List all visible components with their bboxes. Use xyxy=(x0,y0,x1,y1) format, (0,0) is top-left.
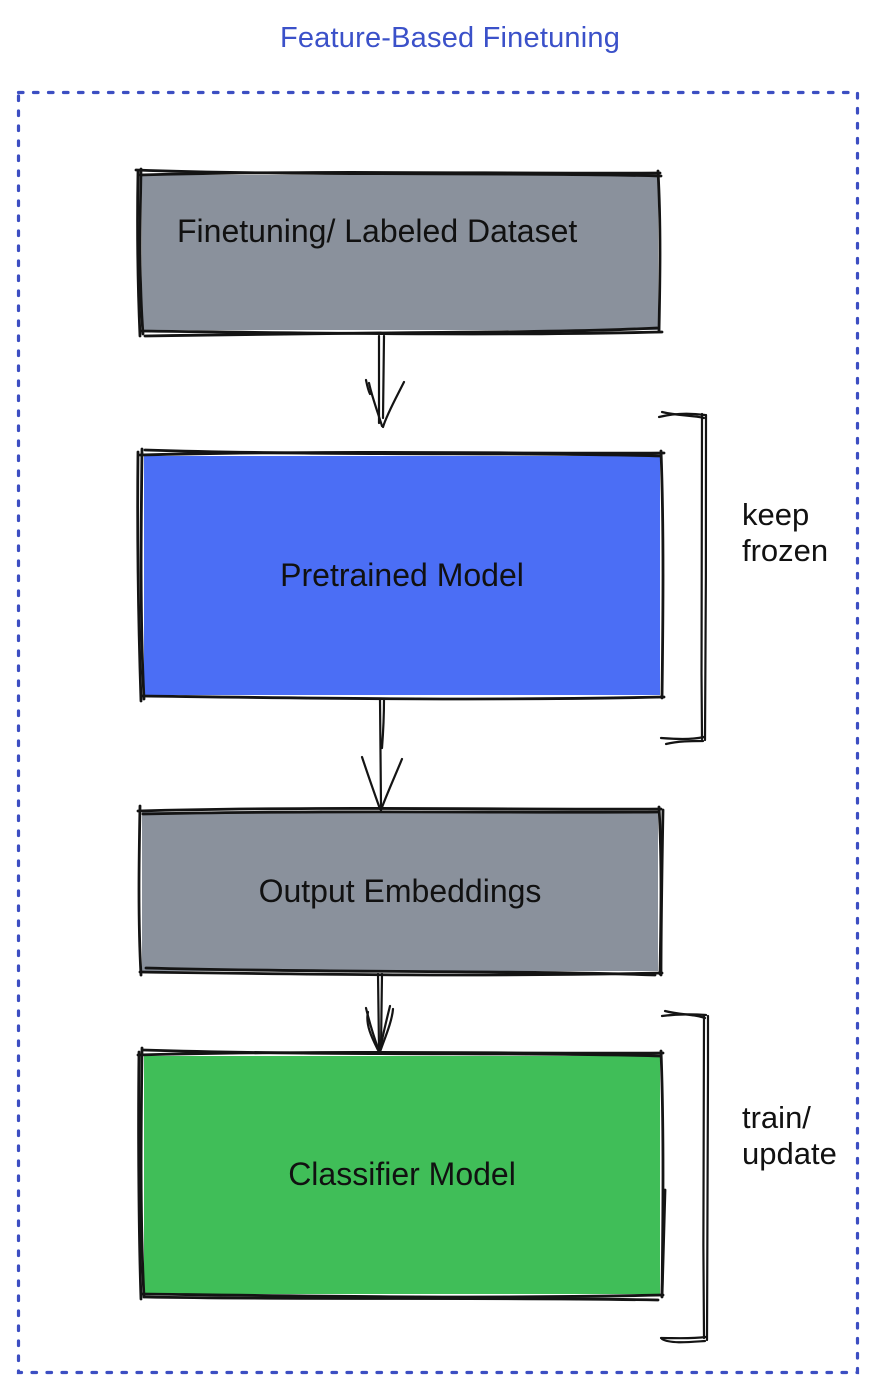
annotation-keep-frozen: keep frozen xyxy=(742,497,829,568)
node-classifier-model[interactable]: Classifier Model xyxy=(141,1053,663,1295)
arrow-down-icon xyxy=(360,697,404,812)
node-label-text: Finetuning/ Labeled Dataset xyxy=(177,213,578,249)
embeddings-box-outline xyxy=(136,804,665,977)
embeddings-box-fill[interactable] xyxy=(142,812,658,971)
classifier-box-outline xyxy=(136,1046,667,1302)
classifier-box-fill[interactable] xyxy=(144,1056,660,1294)
arrow-down-icon xyxy=(364,334,406,429)
node-pretrained-model[interactable]: Pretrained Model xyxy=(141,453,663,697)
node-label-text: Output Embeddings xyxy=(258,872,542,909)
node-finetuning-dataset[interactable]: Finetuning/ Labeled Dataset xyxy=(139,172,661,332)
diagram-title: Feature-Based Finetuning xyxy=(279,22,621,54)
dataset-box-outline xyxy=(134,167,664,338)
node-label-text: Classifier Model xyxy=(288,1155,516,1192)
dashed-frame xyxy=(16,90,860,1375)
annotation-train-update: train/ update xyxy=(742,1100,837,1171)
bracket-keep-frozen xyxy=(657,410,708,746)
arrow-down-icon xyxy=(364,972,395,1054)
bracket-train-update xyxy=(659,1009,710,1344)
pretrained-box-fill[interactable] xyxy=(144,456,660,695)
pretrained-box-outline xyxy=(136,447,666,703)
dataset-box-fill[interactable] xyxy=(142,175,658,330)
node-output-embeddings[interactable]: Output Embeddings xyxy=(139,809,661,973)
node-label-text: Pretrained Model xyxy=(280,556,524,593)
